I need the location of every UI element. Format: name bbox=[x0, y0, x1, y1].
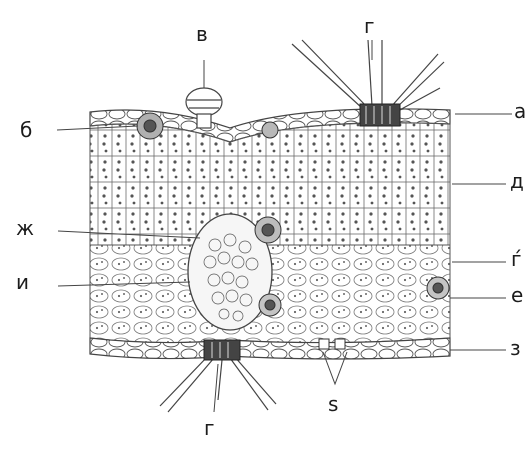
label-i: и bbox=[16, 272, 29, 292]
label-z: з bbox=[510, 338, 521, 358]
label-g-top: г bbox=[364, 16, 375, 36]
druse-crystal-cell bbox=[259, 294, 281, 316]
stoma-left bbox=[319, 339, 329, 349]
label-e: е bbox=[511, 285, 523, 305]
label-v: в bbox=[196, 24, 208, 44]
stellate-hair-base-bottom bbox=[204, 340, 240, 360]
stellate-hair-top bbox=[292, 40, 444, 112]
label-g-bottom: г bbox=[204, 418, 215, 438]
label-s: s bbox=[328, 394, 338, 414]
label-zh: ж bbox=[16, 218, 34, 238]
label-gj: ѓ bbox=[511, 249, 522, 269]
druse-crystal-cell bbox=[255, 217, 281, 243]
druse-crystal-cell bbox=[137, 113, 163, 139]
label-b: б bbox=[20, 120, 32, 140]
druse-crystal-cell bbox=[427, 277, 449, 299]
label-a: а bbox=[514, 101, 526, 121]
label-d: д bbox=[510, 171, 524, 191]
stoma-right bbox=[335, 339, 345, 349]
crystal-cell-small bbox=[262, 122, 278, 138]
